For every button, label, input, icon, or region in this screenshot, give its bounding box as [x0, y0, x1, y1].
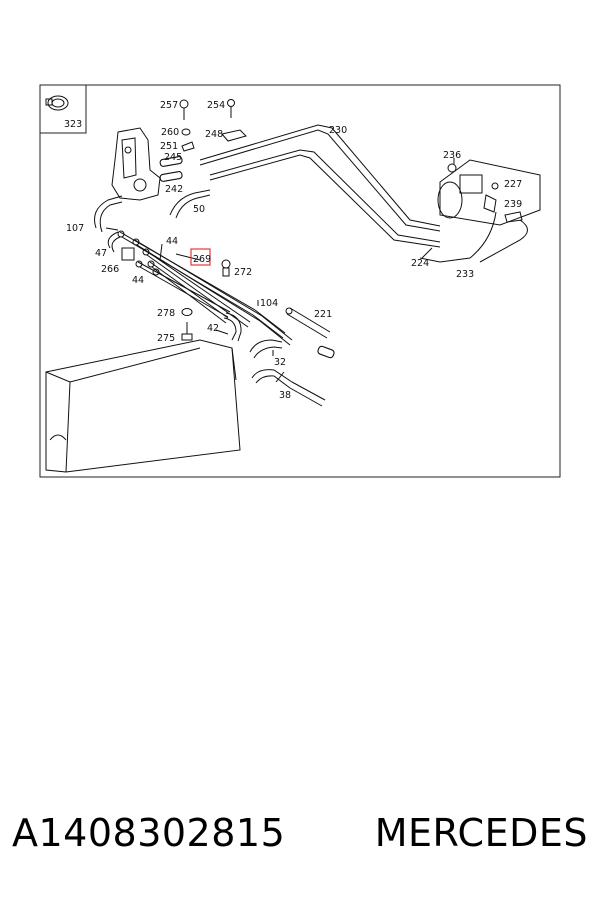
hose-107-icon: [94, 195, 123, 233]
screw-254-icon: [227, 99, 235, 118]
label-47: 47: [95, 248, 107, 259]
brand-name: MERCEDES: [374, 811, 588, 855]
label-248: 248: [205, 129, 223, 140]
bolt-275-icon: [181, 322, 193, 341]
hose-38-icon: [251, 369, 326, 407]
label-230: 230: [329, 125, 347, 136]
label-42: 42: [207, 323, 219, 334]
label-272: 272: [234, 267, 252, 278]
parts-diagram: 323 257 254 230 260 248 251 245 242 50 2…: [39, 84, 561, 478]
pipe-230-icon: [199, 124, 441, 248]
label-254: 254: [207, 100, 225, 111]
label-269: 269: [193, 254, 211, 265]
footer: A1408302815 MERCEDES: [12, 808, 588, 858]
hose-245-icon: [159, 156, 183, 167]
screw-272-icon: [221, 259, 231, 277]
label-257: 257: [160, 100, 178, 111]
tube-bundle-269-icon: [117, 230, 263, 328]
hose-50-icon: [169, 189, 211, 219]
label-38: 38: [279, 390, 291, 401]
washer-260-icon: [181, 128, 191, 136]
label-275: 275: [157, 333, 175, 344]
label-227: 227: [504, 179, 522, 190]
label-50: 50: [193, 204, 205, 215]
clip-251-icon: [181, 141, 195, 152]
label-224: 224: [411, 258, 429, 269]
hose-242-icon: [159, 171, 183, 182]
label-107: 107: [66, 223, 84, 234]
label-221: 221: [314, 309, 332, 320]
hose-32-icon: [249, 339, 283, 359]
label-44-top: 44: [166, 236, 178, 247]
elbow-42-icon: [223, 312, 242, 342]
label-251: 251: [160, 141, 178, 152]
label-239: 239: [504, 199, 522, 210]
bracket-248-icon: [221, 129, 247, 142]
label-242: 242: [165, 184, 183, 195]
pipe-233-icon: [419, 211, 528, 263]
connector-266-icon: [121, 247, 135, 261]
label-260: 260: [161, 127, 179, 138]
washer-278-icon: [181, 308, 193, 316]
label-44-bottom: 44: [132, 275, 144, 286]
label-104: 104: [260, 298, 278, 309]
label-266: 266: [101, 264, 119, 275]
label-278: 278: [157, 308, 175, 319]
label-323: 323: [64, 119, 82, 130]
tube-221-icon: [285, 307, 331, 339]
tube-end-icon: [317, 345, 335, 359]
pump-assembly-icon: [437, 159, 541, 226]
leader-lines: [105, 158, 455, 383]
valve-housing-icon: [111, 127, 161, 201]
part-number: A1408302815: [12, 811, 286, 855]
label-236: 236: [443, 150, 461, 161]
label-32: 32: [274, 357, 286, 368]
label-245: 245: [164, 152, 182, 163]
engine-block-icon: [45, 339, 241, 473]
pipe-104-icon: [252, 309, 293, 346]
clamp-icon: [45, 95, 69, 111]
bolt-257-icon: [179, 99, 189, 120]
label-233: 233: [456, 269, 474, 280]
hose-47-icon: [107, 231, 121, 253]
highlight-box-269: [190, 248, 211, 266]
fitting-239-icon: [504, 211, 523, 223]
diagram-frame: [39, 84, 561, 478]
